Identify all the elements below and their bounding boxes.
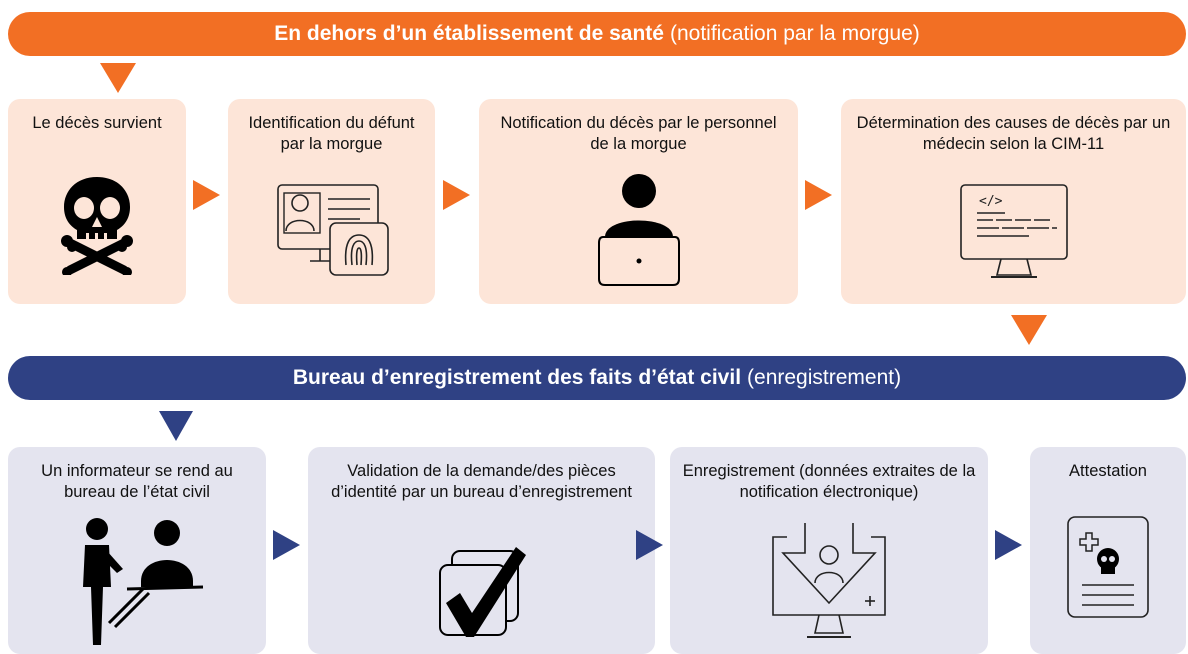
arrow-down-icon: [1011, 315, 1047, 345]
id-card-fingerprint-icon: [276, 184, 389, 276]
step-informant-visit: Un informateur se rend au bureau de l’ét…: [8, 447, 266, 654]
step-registration: Enregistrement (données extraites de la …: [670, 447, 988, 654]
banner-outside-health-facility: En dehors d’un établissement de santé (n…: [8, 12, 1186, 56]
step-identification: Identification du défunt par la morgue: [228, 99, 435, 304]
svg-text:</>: </>: [979, 194, 1003, 209]
arrow-down-icon: [100, 63, 136, 93]
banner-top-rest: (notification par la morgue): [669, 22, 920, 45]
arrow-right-icon: [805, 180, 832, 210]
arrow-right-icon: [636, 530, 663, 560]
informant-at-desk-icon: [83, 518, 204, 645]
step-label: Attestation: [1069, 462, 1147, 480]
step-cause-determination: Détermination des causes de décès par un…: [841, 99, 1186, 304]
step-label: Enregistrement (données extraites de la …: [682, 462, 976, 501]
step-label: Validation de la demande/des pièces d’id…: [331, 462, 632, 501]
checkmark-documents-icon: [438, 547, 526, 637]
certificate-icon: [1067, 516, 1149, 618]
step-validation: Validation de la demande/des pièces d’id…: [308, 447, 655, 654]
step-label: Détermination des causes de décès par un…: [856, 114, 1171, 153]
arrow-right-icon: [995, 530, 1022, 560]
arrow-right-icon: [193, 180, 220, 210]
arrow-right-icon: [273, 530, 300, 560]
step-label: Un informateur se rend au bureau de l’ét…: [41, 462, 233, 501]
banner-bottom-rest: (enregistrement): [747, 366, 902, 389]
monitor-download-person-icon: [772, 523, 886, 638]
step-label: Le décès survient: [32, 114, 162, 132]
step-death-occurs: Le décès survient: [8, 99, 186, 304]
arrow-down-icon: [159, 411, 193, 441]
banner-bottom-bold: Bureau d’enregistrement des faits d’état…: [292, 366, 742, 389]
banner-civil-registration-office: Bureau d’enregistrement des faits d’état…: [8, 356, 1186, 400]
step-label: Identification du défunt par la morgue: [248, 114, 415, 153]
person-laptop-icon: [597, 174, 680, 286]
step-notification: Notification du décès par le personnel d…: [479, 99, 798, 304]
step-label: Notification du décès par le personnel d…: [500, 114, 777, 153]
step-attestation: Attestation: [1030, 447, 1186, 654]
arrow-right-icon: [443, 180, 470, 210]
banner-top-bold: En dehors d’un établissement de santé: [274, 22, 664, 45]
monitor-code-icon: </>: [959, 184, 1068, 278]
skull-crossbones-icon: [61, 177, 133, 275]
